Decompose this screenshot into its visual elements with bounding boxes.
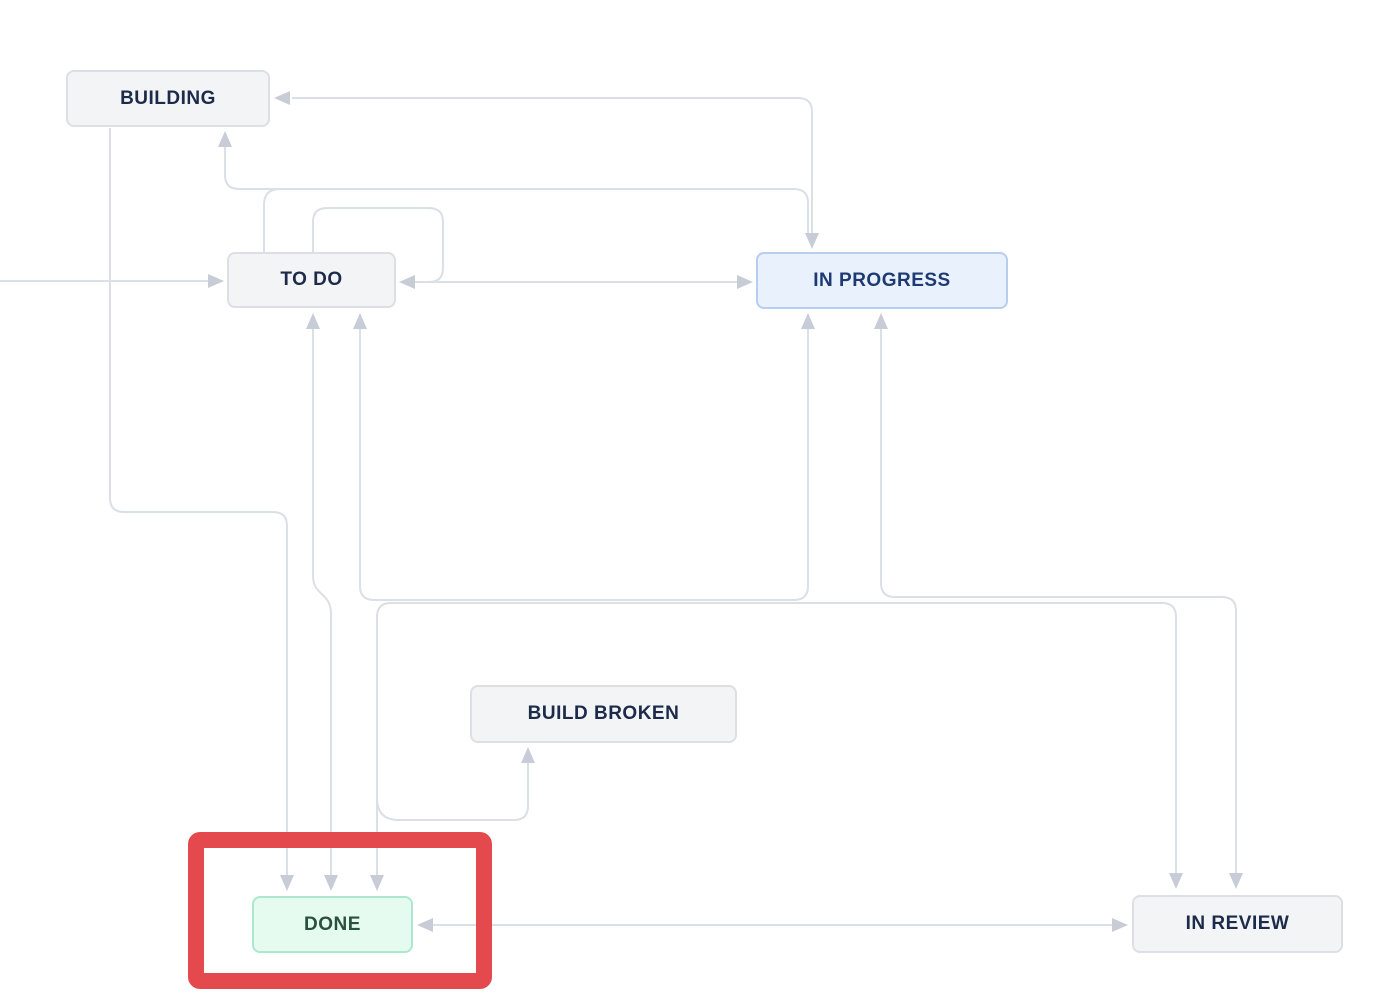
arrow-into-inprogress-bottom-2 (874, 313, 888, 329)
arrow-into-building-right (274, 91, 290, 105)
status-label: BUILD BROKEN (527, 703, 680, 724)
status-label: IN PROGRESS (813, 269, 951, 291)
arrow-into-todo-bottom-1 (306, 313, 320, 329)
arrow-into-done-top-2 (324, 875, 338, 891)
arrow-into-inreview-left (1112, 918, 1128, 932)
status-node-todo[interactable]: TO DO (227, 252, 396, 308)
status-node-in-progress[interactable]: IN PROGRESS (756, 252, 1008, 309)
edge-inreview-done (376, 602, 1177, 877)
status-label: BUILDING (120, 87, 216, 109)
arrow-into-inreview-top-2 (1229, 873, 1243, 889)
status-node-done[interactable]: DONE (252, 896, 413, 953)
edge-done-todo (312, 327, 332, 877)
edge-mid-building-inprogress (224, 143, 809, 236)
edge-todo-self-loop (312, 207, 444, 283)
arrow-into-todo-left (208, 274, 224, 288)
arrow-into-todo-bottom-2 (353, 313, 367, 329)
arrow-into-done-top-1 (280, 875, 294, 891)
status-label: TO DO (280, 269, 343, 290)
status-node-building[interactable]: BUILDING (66, 70, 270, 127)
arrow-into-done-top-3 (370, 875, 384, 891)
status-node-build-broken[interactable]: BUILD BROKEN (470, 685, 737, 743)
arrow-into-todo-right (399, 275, 415, 289)
status-label: IN REVIEW (1185, 913, 1290, 934)
arrow-into-inprogress-top (805, 233, 819, 249)
edge-building-done (109, 128, 288, 877)
status-node-in-review[interactable]: IN REVIEW (1132, 895, 1343, 953)
edge-top-building-inprogress (292, 97, 813, 236)
edge-into-buildbroken (376, 761, 529, 821)
arrow-into-done-right (417, 918, 433, 932)
arrow-into-inprogress-left (737, 275, 753, 289)
arrow-into-buildbroken-bottom (521, 747, 535, 763)
arrow-into-building-bottom (218, 131, 232, 147)
arrow-into-inprogress-bottom-1 (801, 313, 815, 329)
arrow-into-inreview-top-1 (1169, 873, 1183, 889)
edge-todo-top-branch (263, 188, 281, 252)
edge-todo-inprogress-bottom (359, 327, 809, 601)
status-label: DONE (304, 913, 361, 935)
edge-inprogress-inreview (880, 327, 1237, 875)
